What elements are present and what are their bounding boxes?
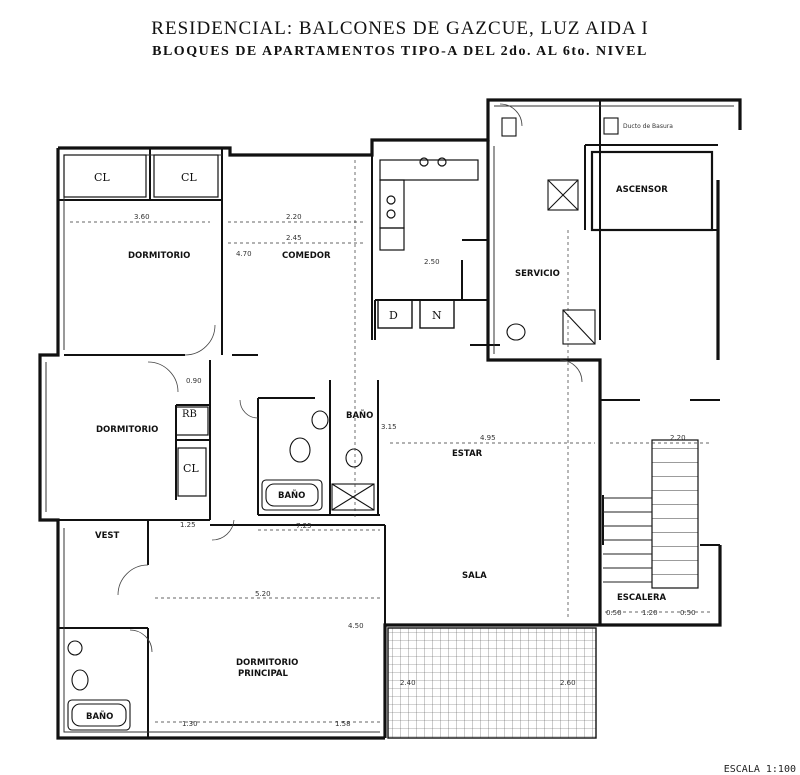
- bathroom-fixtures: [67, 410, 375, 731]
- dim-label: 0.50: [680, 609, 696, 617]
- dimension-lines: [70, 160, 712, 723]
- dim-label: 2.40: [400, 679, 416, 687]
- stair-treads: [603, 497, 652, 583]
- dim-label: 2.20: [670, 434, 686, 442]
- room-label-bano-1: BAÑO: [278, 490, 305, 501]
- dim-label: 3.60: [134, 213, 150, 221]
- room-label-comedor: COMEDOR: [282, 251, 331, 261]
- room-label-sala: SALA: [462, 571, 487, 581]
- closet-label-2: CL: [181, 171, 197, 184]
- room-label-escalera: ESCALERA: [617, 593, 667, 603]
- room-label-bano-3: BAÑO: [86, 711, 113, 722]
- door-swings: [117, 103, 583, 653]
- dim-label: 7.25: [296, 522, 312, 530]
- room-label-vest: VEST: [95, 531, 120, 541]
- room-label-ascensor: ASCENSOR: [616, 185, 668, 195]
- dim-label: 1.58: [335, 720, 351, 728]
- room-label-principal: PRINCIPAL: [238, 669, 288, 679]
- laundry-machines: [377, 299, 455, 329]
- dim-label: 1.20: [642, 609, 658, 617]
- stairs: [651, 439, 699, 589]
- dim-label: 0.50: [606, 609, 622, 617]
- dim-label: 4.70: [236, 250, 252, 258]
- room-label-bano-2: BAÑO: [346, 410, 373, 421]
- dim-label: 4.95: [480, 434, 496, 442]
- dryer-label: D: [389, 309, 398, 322]
- room-label-estar: ESTAR: [452, 449, 483, 459]
- dim-label: 2.50: [424, 258, 440, 266]
- dim-label: 2.60: [560, 679, 576, 687]
- dim-label: 1.25: [180, 521, 196, 529]
- dim-label: 4.50: [348, 622, 364, 630]
- room-label-dormitorio-2: DORMITORIO: [96, 425, 158, 435]
- washer-label: N: [432, 309, 442, 322]
- room-label-dormitorio-1: DORMITORIO: [128, 251, 190, 261]
- interior-walls: [58, 100, 720, 738]
- service-fixtures: [501, 117, 619, 345]
- plan-title: RESIDENCIAL: BALCONES DE GAZCUE, LUZ AID…: [151, 18, 649, 39]
- plan-subtitle: BLOQUES DE APARTAMENTOS TIPO-A DEL 2do. …: [152, 44, 648, 59]
- elevator-shaft: [590, 150, 714, 232]
- closets: [63, 154, 219, 497]
- dim-label: 2.20: [286, 213, 302, 221]
- dim-label: 1.30: [182, 720, 198, 728]
- closet-label-1: CL: [94, 171, 110, 184]
- dim-label: 2.45: [286, 234, 302, 242]
- room-label-dormitorio-principal: DORMITORIO: [236, 658, 298, 668]
- kitchen-counters: [379, 157, 479, 251]
- ducto-label: Ducto de Basura: [623, 123, 673, 130]
- room-label-servicio: SERVICIO: [515, 269, 560, 279]
- dim-label: 3.15: [381, 423, 397, 431]
- closet-label-3: CL: [183, 462, 199, 475]
- scale-note: ESCALA 1:100: [723, 764, 796, 775]
- rb-label: RB: [182, 409, 197, 420]
- dim-label: 0.90: [186, 377, 202, 385]
- terrace-tiles: [387, 627, 597, 739]
- dim-label: 5.20: [255, 590, 271, 598]
